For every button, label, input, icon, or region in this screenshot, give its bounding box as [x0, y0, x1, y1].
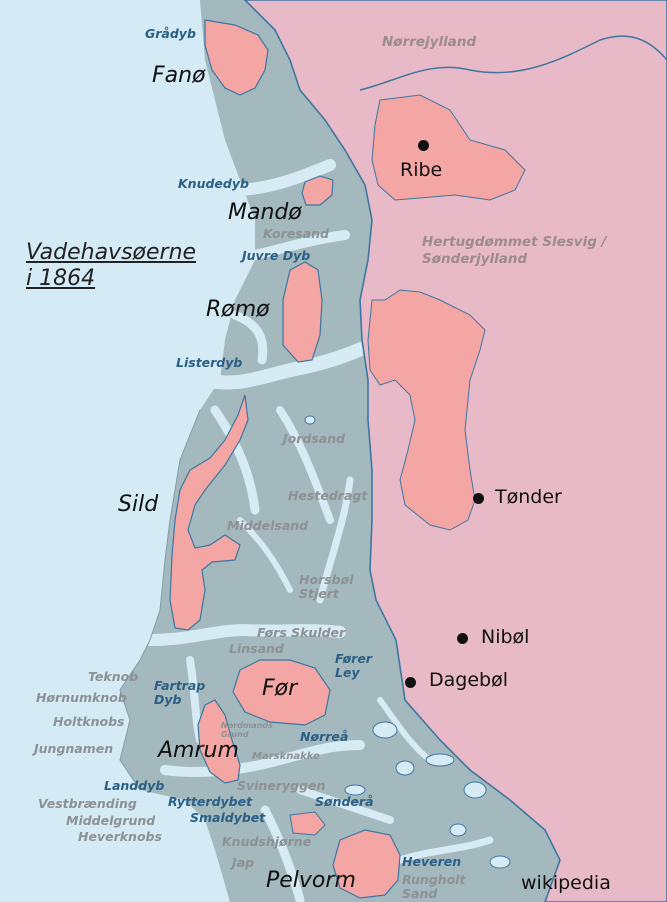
sand-label-jap: Jap: [232, 855, 255, 870]
nørrejylland-border: [359, 35, 667, 91]
deep-label-knudedyb: Knudedyb: [178, 176, 249, 191]
sand-label-nordmands-grund: Nordmands Grund: [221, 721, 273, 739]
sand-label-linsand: Linsand: [229, 641, 284, 656]
town-marker-dagebøl: [405, 677, 416, 688]
sand-label-horsbøl-stjert: Horsbøl Stjert: [299, 572, 354, 602]
island-label-fanø: Fanø: [152, 63, 206, 88]
sand-label-marsknakke: Marsknakke: [252, 751, 320, 762]
deep-label-sønderå: Sønderå: [315, 794, 374, 809]
deep-label-landdyb: Landdyb: [104, 778, 165, 793]
sand-label-holtknobs: Holtknobs: [53, 714, 125, 729]
sand-label-hørnumknob: Hørnumknob: [36, 690, 127, 705]
deep-label-fartrap-dyb: Fartrap Dyb: [154, 678, 206, 708]
credit-label: wikipedia: [521, 872, 611, 894]
sand-label-vestbrænding: Vestbrænding: [38, 796, 137, 811]
map-title: Vadehavsøerne i 1864: [26, 240, 197, 292]
knudshjørne-island: [289, 811, 326, 836]
deep-label-heveren: Heveren: [402, 854, 462, 869]
sand-label-jordsand: Jordsand: [283, 431, 346, 446]
region-label-nørrejylland: Nørrejylland: [382, 34, 477, 50]
sand-label-førs-skulder: Førs Skulder: [257, 625, 346, 640]
sand-label-jungnamen: Jungnamen: [34, 741, 114, 756]
town-label-ribe: Ribe: [400, 159, 443, 181]
mandø-island: [301, 175, 334, 206]
shoal-edge: [119, 409, 201, 791]
town-label-dagebøl: Dagebøl: [429, 669, 508, 691]
sand-label-heverknobs: Heverknobs: [78, 829, 162, 844]
deep-label-juvre-dyb: Juvre Dyb: [242, 248, 311, 263]
sand-label-middelsand: Middelsand: [227, 518, 309, 533]
town-label-nibøl: Nibøl: [481, 626, 530, 648]
rømø-island: [282, 261, 323, 363]
island-label-sild: Sild: [118, 492, 159, 517]
island-label-pelvorm: Pelvorm: [266, 868, 356, 893]
før-island: [232, 659, 331, 726]
town-marker-nibøl: [457, 633, 468, 644]
deep-label-smaldybet: Smaldybet: [190, 810, 266, 825]
region-label-slesvig: Hertugdømmet Slesvig / Sønderjylland: [422, 234, 607, 267]
amrum-island: [197, 699, 241, 784]
sand-label-knudshjørne: Knudshjørne: [222, 834, 312, 849]
island-label-rømø: Rømø: [206, 297, 270, 322]
town-marker-tønder: [473, 493, 484, 504]
island-label-amrum: Amrum: [158, 738, 239, 763]
deep-label-fører-ley: Fører Ley: [335, 651, 372, 681]
sild-island: [169, 394, 249, 631]
town-marker-ribe: [418, 140, 429, 151]
sand-label-hestedragt: Hestedragt: [288, 488, 368, 503]
deep-label-nørreå: Nørreå: [300, 729, 349, 744]
island-label-mandø: Mandø: [228, 200, 302, 225]
ribe-marsh: [371, 94, 526, 201]
pelvorm-island: [332, 829, 401, 899]
sand-label-teknob: Teknob: [88, 669, 139, 684]
wadden-shoal: [120, 0, 560, 902]
sand-label-koresand: Koresand: [263, 226, 329, 241]
fanø-island: [204, 19, 269, 96]
tønder-marsh: [367, 289, 486, 531]
sand-label-rungholt-sand: Rungholt Sand: [402, 872, 466, 902]
deep-label-grådyb: Grådyb: [145, 26, 196, 41]
island-label-før: Før: [262, 676, 298, 701]
deep-label-rytterdybet: Rytterdybet: [168, 794, 253, 809]
small-islets: [304, 415, 511, 869]
deep-label-listerdyb: Listerdyb: [176, 355, 243, 370]
sand-label-svineryggen: Svineryggen: [237, 778, 326, 793]
town-label-tønder: Tønder: [495, 486, 562, 508]
sand-label-middelgrund: Middelgrund: [66, 813, 156, 828]
